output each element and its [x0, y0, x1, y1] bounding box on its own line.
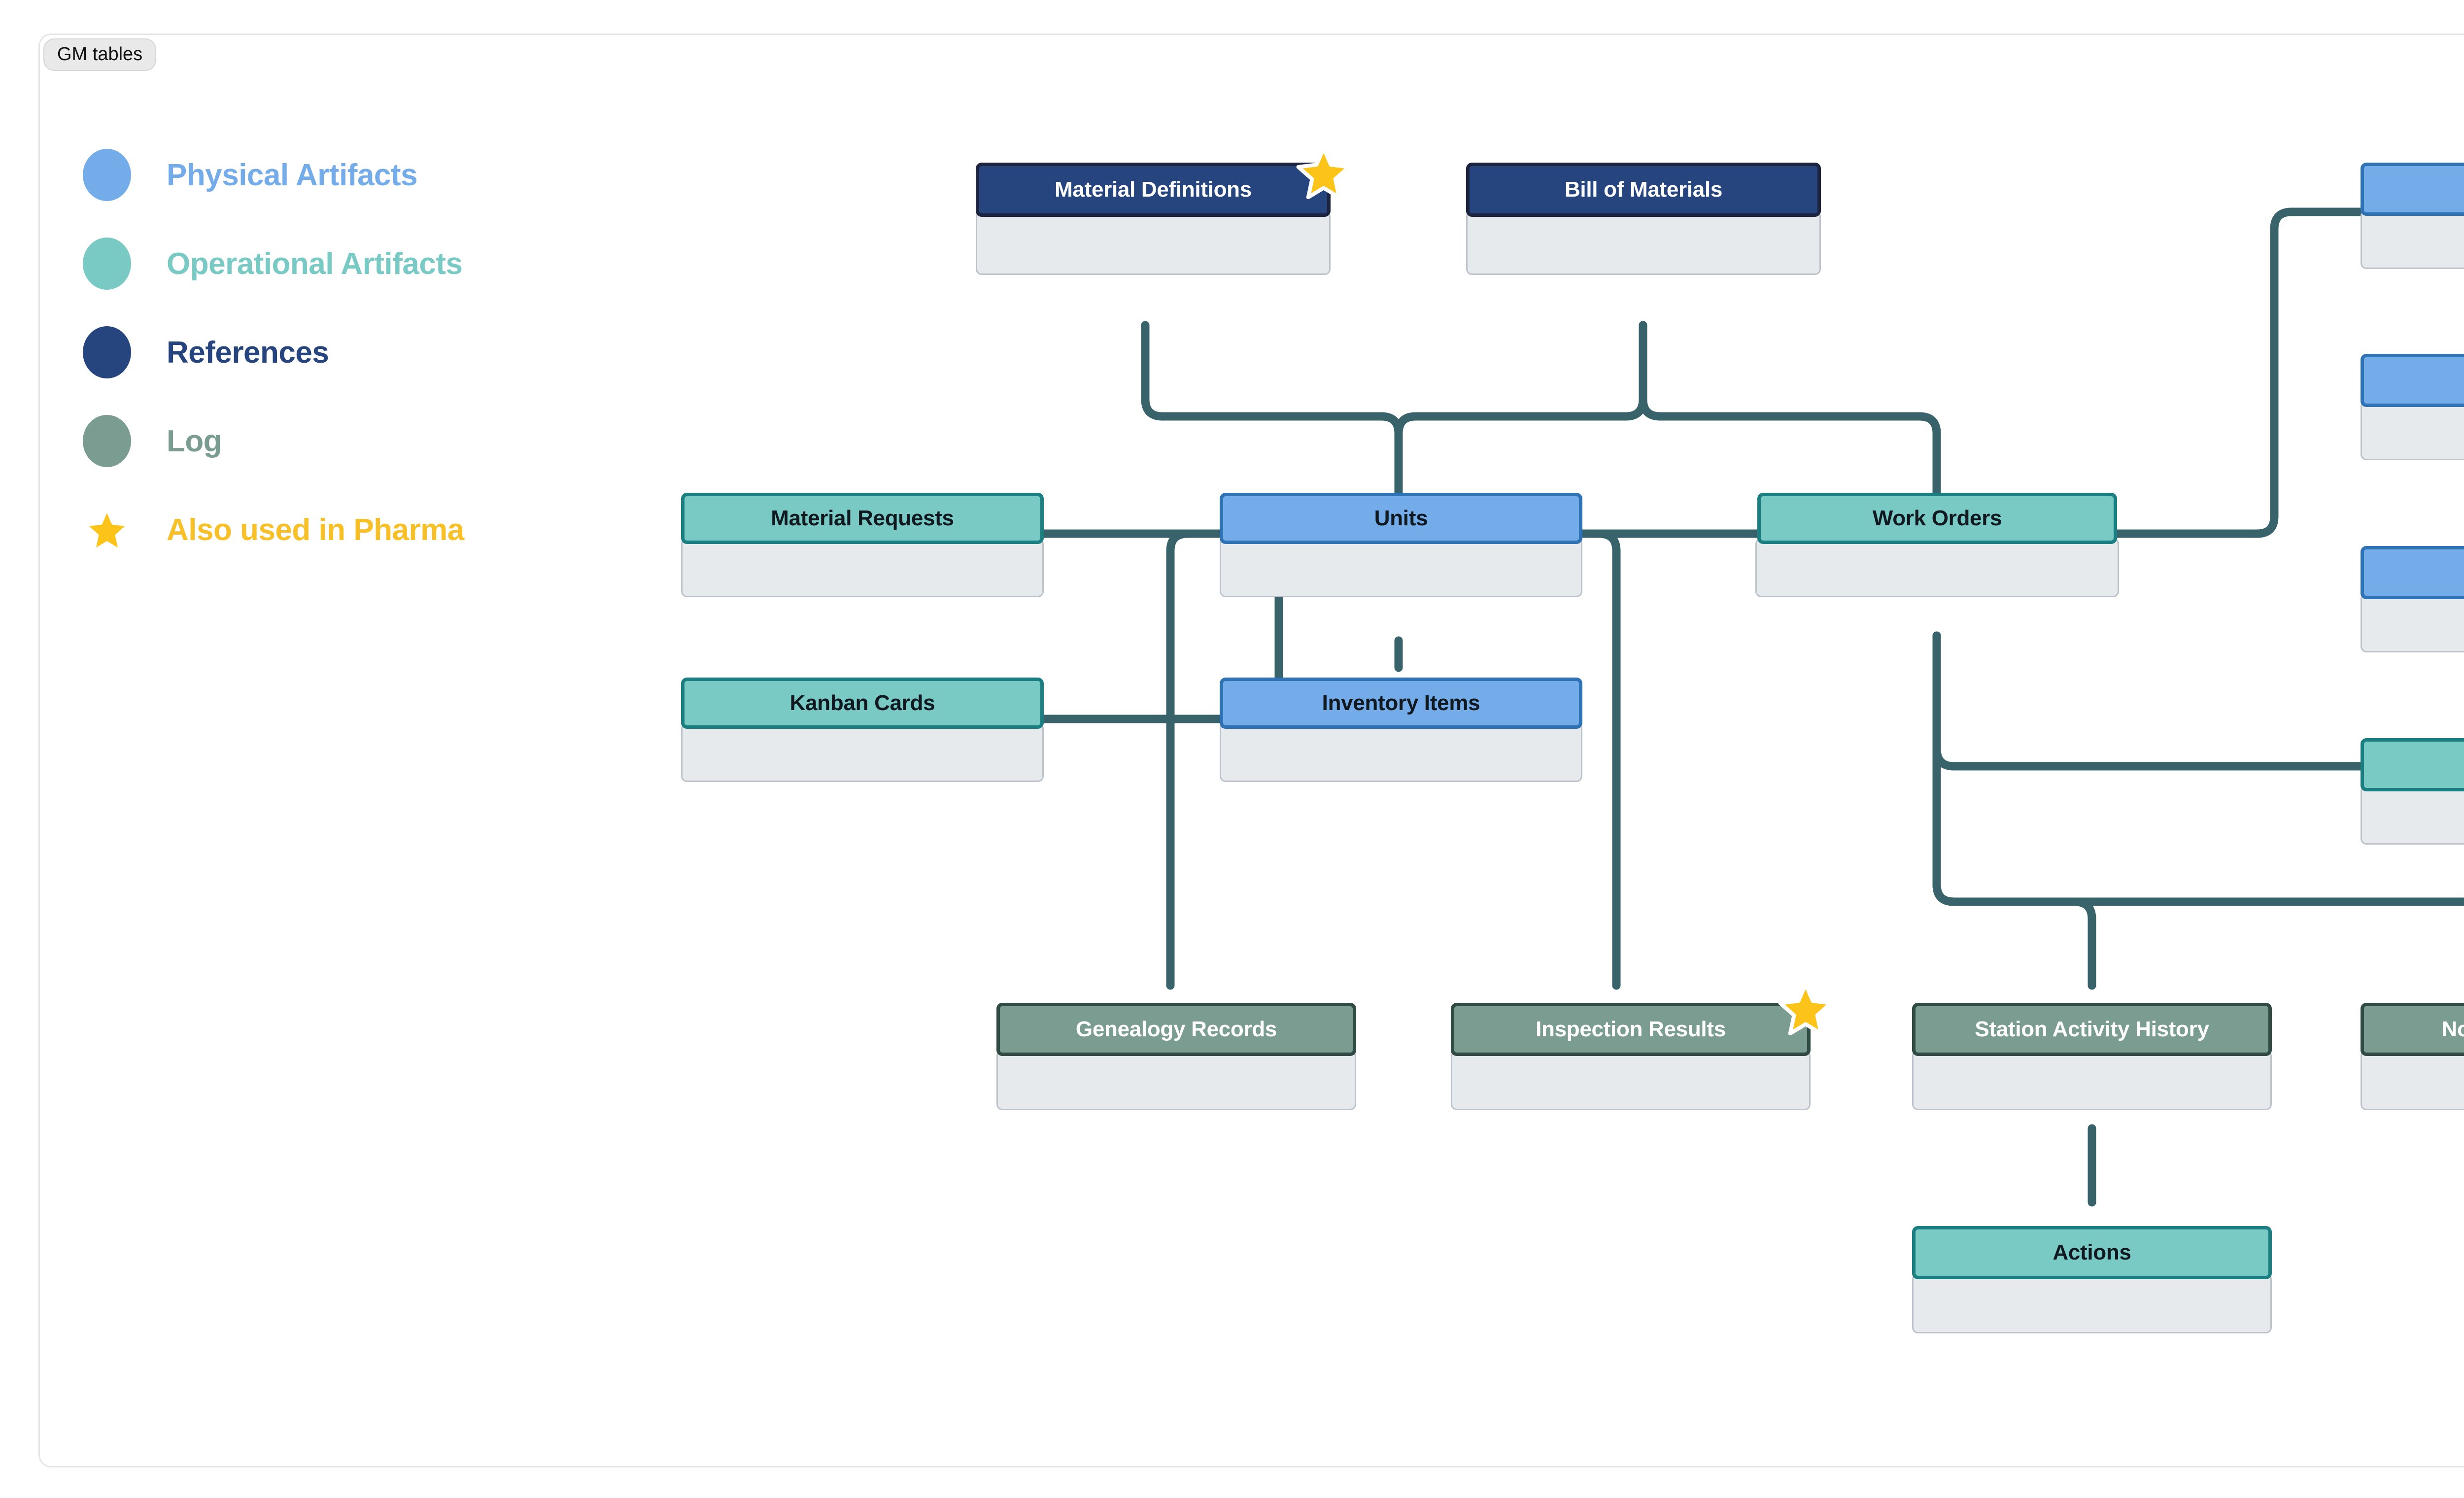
node-body — [1755, 538, 2119, 597]
node-material-requests[interactable]: Material Requests — [681, 493, 1044, 603]
node-label: Inspection Results — [1536, 1017, 1726, 1041]
legend-label: Also used in Pharma — [167, 512, 464, 547]
node-material-definitions[interactable]: Material Definitions — [976, 146, 1351, 281]
node-body — [2361, 1050, 2464, 1110]
node-defects[interactable]: Defects — [2361, 738, 2464, 851]
legend-label: Log — [167, 424, 222, 458]
node-body — [1451, 1050, 1811, 1110]
node-header[interactable]: Kanban Cards — [681, 678, 1044, 729]
operational-artifacts-dot-icon — [83, 238, 131, 290]
legend-item-operational-artifacts: Operational Artifacts — [83, 238, 464, 290]
node-location[interactable]: Location — [2361, 354, 2464, 466]
node-body — [1466, 211, 1821, 275]
node-work-orders[interactable]: Work Orders — [1755, 493, 2119, 603]
node-label: Bill of Materials — [1564, 177, 1723, 202]
star-icon — [1296, 146, 1351, 199]
node-inspection-results[interactable]: Inspection Results — [1451, 982, 1833, 1116]
node-header[interactable]: Bill of Materials — [1466, 163, 1821, 217]
node-header[interactable]: Material Requests — [681, 493, 1044, 544]
node-label: Station Activity History — [1975, 1017, 2209, 1041]
legend-label: Operational Artifacts — [167, 246, 463, 281]
node-body — [681, 723, 1044, 782]
node-body — [2361, 210, 2464, 269]
physical-artifacts-dot-icon — [83, 149, 131, 201]
node-body — [996, 1050, 1356, 1110]
legend-item-log: Log — [83, 415, 464, 467]
node-label: Notes & Comments — [2441, 1017, 2464, 1041]
node-equipments[interactable]: Equipments — [2361, 163, 2464, 275]
node-body — [1220, 723, 1582, 782]
node-inventory-items[interactable]: Inventory Items — [1220, 678, 1582, 788]
node-header[interactable]: Station Activity History — [1912, 1003, 2272, 1056]
legend-item-references: References — [83, 326, 464, 378]
legend-label: Physical Artifacts — [167, 158, 418, 192]
node-bill-of-materials[interactable]: Bill of Materials — [1466, 163, 1821, 281]
node-genealogy-records[interactable]: Genealogy Records — [996, 1003, 1356, 1116]
node-units[interactable]: Units — [1220, 493, 1582, 603]
node-body — [2361, 593, 2464, 652]
node-stations[interactable]: Stations — [2361, 546, 2464, 658]
node-header[interactable]: Work Orders — [1757, 493, 2117, 544]
log-dot-icon — [83, 415, 131, 467]
node-actions[interactable]: Actions — [1912, 1226, 2272, 1339]
node-label: Units — [1374, 506, 1428, 530]
node-header[interactable]: Stations — [2361, 546, 2464, 599]
node-body — [976, 211, 1331, 275]
legend-item-also-used-in-pharma: Also used in Pharma — [83, 505, 464, 554]
node-notes-comments[interactable]: Notes & Comments — [2361, 1003, 2464, 1116]
node-label: Actions — [2053, 1240, 2131, 1264]
legend-label: References — [167, 335, 329, 370]
node-header[interactable]: Location — [2361, 354, 2464, 407]
node-header[interactable]: Defects — [2361, 738, 2464, 791]
node-body — [681, 538, 1044, 597]
node-header[interactable]: Equipments — [2361, 163, 2464, 216]
node-header[interactable]: Genealogy Records — [996, 1003, 1356, 1056]
node-label: Material Definitions — [1055, 177, 1252, 202]
node-kanban-cards[interactable]: Kanban Cards — [681, 678, 1044, 788]
references-dot-icon — [83, 326, 131, 378]
legend-item-physical-artifacts: Physical Artifacts — [83, 149, 464, 201]
star-icon — [83, 504, 131, 556]
star-icon — [1778, 982, 1833, 1035]
node-body — [1220, 538, 1582, 597]
node-label: Inventory Items — [1322, 691, 1480, 715]
node-body — [2361, 401, 2464, 460]
node-header[interactable]: Units — [1220, 493, 1582, 544]
node-label: Kanban Cards — [789, 691, 935, 715]
node-label: Genealogy Records — [1075, 1017, 1277, 1041]
node-header[interactable]: Inventory Items — [1220, 678, 1582, 729]
node-body — [1912, 1050, 2272, 1110]
node-label: Material Requests — [771, 506, 954, 530]
node-header[interactable]: Notes & Comments — [2361, 1003, 2464, 1056]
canvas-title-badge[interactable]: GM tables — [43, 38, 157, 71]
node-header[interactable]: Actions — [1912, 1226, 2272, 1279]
node-station-activity-history[interactable]: Station Activity History — [1912, 1003, 2272, 1116]
legend: Physical Artifacts Operational Artifacts… — [83, 149, 464, 554]
node-body — [1912, 1273, 2272, 1333]
node-label: Work Orders — [1872, 506, 2002, 530]
node-header[interactable]: Material Definitions — [976, 163, 1331, 217]
node-body — [2361, 785, 2464, 845]
node-header[interactable]: Inspection Results — [1451, 1003, 1811, 1056]
